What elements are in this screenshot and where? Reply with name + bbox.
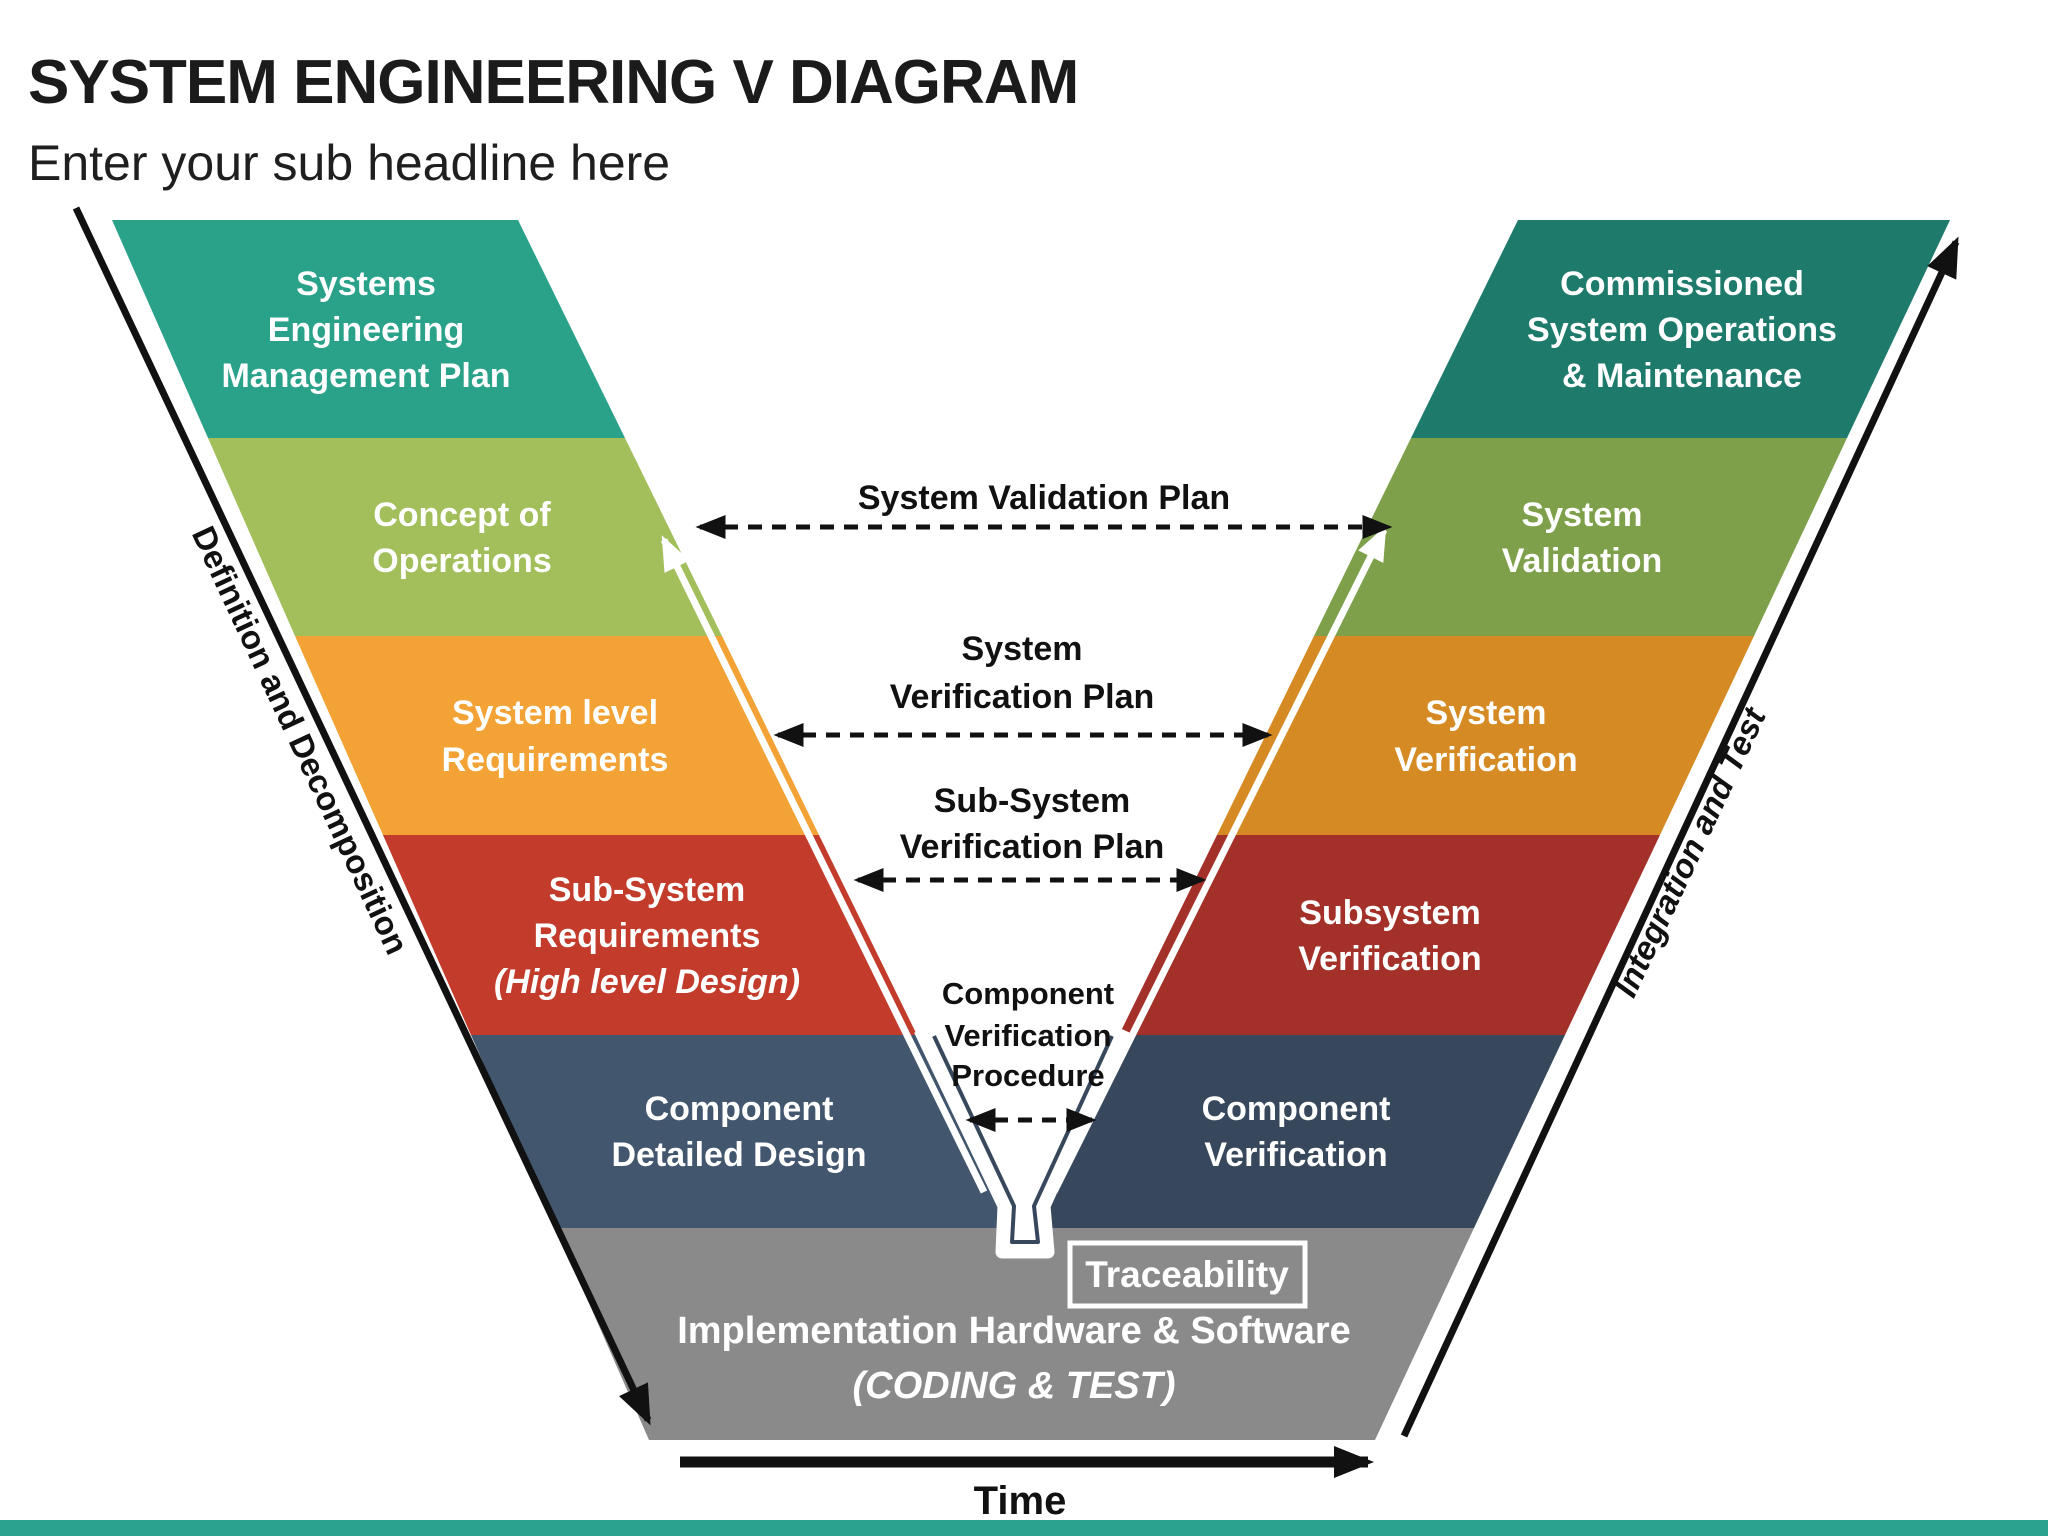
band-label-line: Detailed Design <box>611 1136 866 1174</box>
base-label-line: (CODING & TEST) <box>853 1365 1176 1407</box>
base-band: Implementation Hardware & Software (CODI… <box>556 1228 1474 1440</box>
connector-label-line: Verification <box>944 1018 1111 1053</box>
page-title: SYSTEM ENGINEERING V DIAGRAM <box>28 48 1078 117</box>
band-label-line: Verification <box>1394 741 1577 779</box>
band-label-line: Engineering <box>268 311 464 349</box>
band-system-level-requirements <box>295 636 819 835</box>
band-system-validation <box>1314 438 1847 636</box>
band-label-line: Sub-System <box>549 871 746 909</box>
base-label-line: Implementation Hardware & Software <box>677 1310 1351 1352</box>
left-up-arrow <box>660 535 988 1194</box>
band-sub-system-requirements <box>383 835 917 1035</box>
band-label-line: System Operations <box>1527 311 1837 349</box>
v-notch-outline <box>914 1027 1130 1259</box>
band-label-line: Commissioned <box>1560 265 1804 303</box>
footer-accent-bar <box>0 1520 2048 1536</box>
connector-label-line: Procedure <box>951 1058 1104 1093</box>
band-implementation-hardware-software <box>556 1228 1474 1440</box>
band-label-line: System <box>1426 694 1547 732</box>
traceability-label: Traceability <box>1085 1254 1289 1295</box>
band-commissioned-system-operations-maintenance <box>1411 220 1950 438</box>
time-label: Time <box>974 1479 1067 1523</box>
band-label-line: Systems <box>296 265 436 303</box>
band-systems-engineering-management-plan <box>112 220 625 438</box>
band-label-line: Subsystem <box>1299 894 1480 932</box>
definition-decomposition-axis-line <box>72 206 652 1426</box>
band-label-line: (High level Design) <box>494 963 800 1001</box>
band-concept-of-operations <box>208 438 722 636</box>
band-label-line: Verification <box>1204 1136 1387 1174</box>
time-axis: Time <box>680 1446 1374 1523</box>
band-label-line: Operations <box>372 542 551 580</box>
connector-label-line: Sub-System <box>934 782 1131 820</box>
connectors: System Validation Plan System Verificati… <box>695 479 1393 1132</box>
band-label-line: Requirements <box>534 917 761 955</box>
band-label-line: Validation <box>1502 542 1663 580</box>
connector-label-line: Component <box>942 976 1114 1011</box>
band-label-line: Management Plan <box>221 357 510 395</box>
band-label-line: System level <box>452 694 658 732</box>
right-branch: Commissioned System Operations & Mainten… <box>1024 220 1950 1228</box>
band-label-line: Component <box>1202 1090 1391 1128</box>
connector-label-line: Verification Plan <box>890 678 1155 716</box>
band-label-line: Requirements <box>442 741 669 779</box>
band-subsystem-verification <box>1119 835 1660 1035</box>
band-component-detailed-design <box>471 1035 1012 1228</box>
right-up-arrow <box>1050 525 1388 1194</box>
band-label-line: Verification <box>1298 940 1481 978</box>
connector-label-line: System <box>962 630 1083 668</box>
band-system-verification <box>1217 636 1754 835</box>
traceability-box <box>1067 1240 1308 1309</box>
band-component-verification <box>1024 1035 1565 1228</box>
page-subtitle: Enter your sub headline here <box>28 135 670 191</box>
left-branch: Systems Engineering Management Plan Conc… <box>112 220 1012 1228</box>
band-label-line: System <box>1522 496 1643 534</box>
band-label-line: Concept of <box>373 496 551 534</box>
band-label-line: & Maintenance <box>1562 357 1802 395</box>
integration-test-axis-line <box>1400 236 1960 1438</box>
connector-label-line: Verification Plan <box>900 828 1165 866</box>
v-notch-accent-line <box>932 1035 1114 1244</box>
connector-label-line: System Validation Plan <box>858 479 1230 517</box>
band-label-line: Component <box>645 1090 834 1128</box>
